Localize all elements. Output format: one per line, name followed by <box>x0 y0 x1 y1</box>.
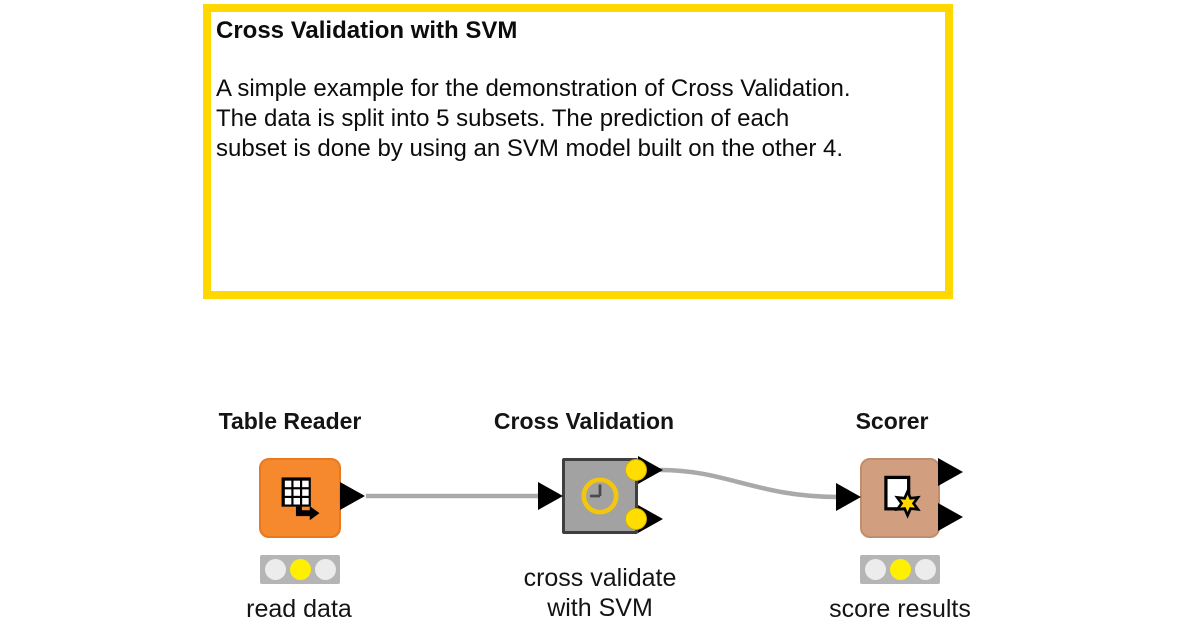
table-reader-traffic-light <box>260 555 340 584</box>
workflow-annotation[interactable]: Cross Validation with SVM A simple examp… <box>203 4 953 299</box>
annotation-line: subset is done by using an SVM model bui… <box>216 135 844 162</box>
connection-cross-validation-to-scorer[interactable] <box>658 467 841 500</box>
scorer-output-port-2[interactable] <box>938 503 963 531</box>
node-label-line: cross validate <box>523 564 677 592</box>
node-label-table-reader[interactable]: read data <box>246 595 352 623</box>
traffic-light-green <box>314 559 336 580</box>
table-reader-icon <box>281 477 320 521</box>
node-label-line: with SVM <box>547 594 653 622</box>
scorer-input-port[interactable] <box>836 483 861 511</box>
node-label-scorer[interactable]: score results <box>829 595 971 623</box>
scorer-traffic-light <box>860 555 940 584</box>
scorer-output-port-1[interactable] <box>938 458 963 486</box>
clock-icon <box>581 477 619 515</box>
node-title-scorer[interactable]: Scorer <box>855 408 929 434</box>
traffic-light-red <box>864 559 886 580</box>
star-shape <box>894 488 921 519</box>
traffic-light-yellow <box>889 559 911 580</box>
cross-validation-port-circle-2[interactable] <box>625 508 647 530</box>
node-table-reader[interactable] <box>259 458 341 538</box>
scorer-icon <box>884 475 921 519</box>
traffic-light-green <box>914 559 936 580</box>
node-title-table-reader[interactable]: Table Reader <box>218 408 362 434</box>
table-reader-output-port[interactable] <box>340 482 365 510</box>
node-scorer[interactable] <box>860 458 940 538</box>
annotation-body: A simple example for the demonstration o… <box>216 74 945 164</box>
cross-validation-input-port[interactable] <box>538 482 563 510</box>
node-label-cross-validation[interactable]: cross validate with SVM <box>490 563 710 623</box>
traffic-light-red <box>264 559 286 580</box>
annotation-title: Cross Validation with SVM <box>216 17 518 44</box>
annotation-line: A simple example for the demonstration o… <box>216 75 851 102</box>
cross-validation-port-circle-1[interactable] <box>625 459 647 481</box>
node-title-cross-validation[interactable]: Cross Validation <box>493 408 675 434</box>
annotation-line: The data is split into 5 subsets. The pr… <box>216 105 790 132</box>
traffic-light-yellow <box>289 559 311 580</box>
